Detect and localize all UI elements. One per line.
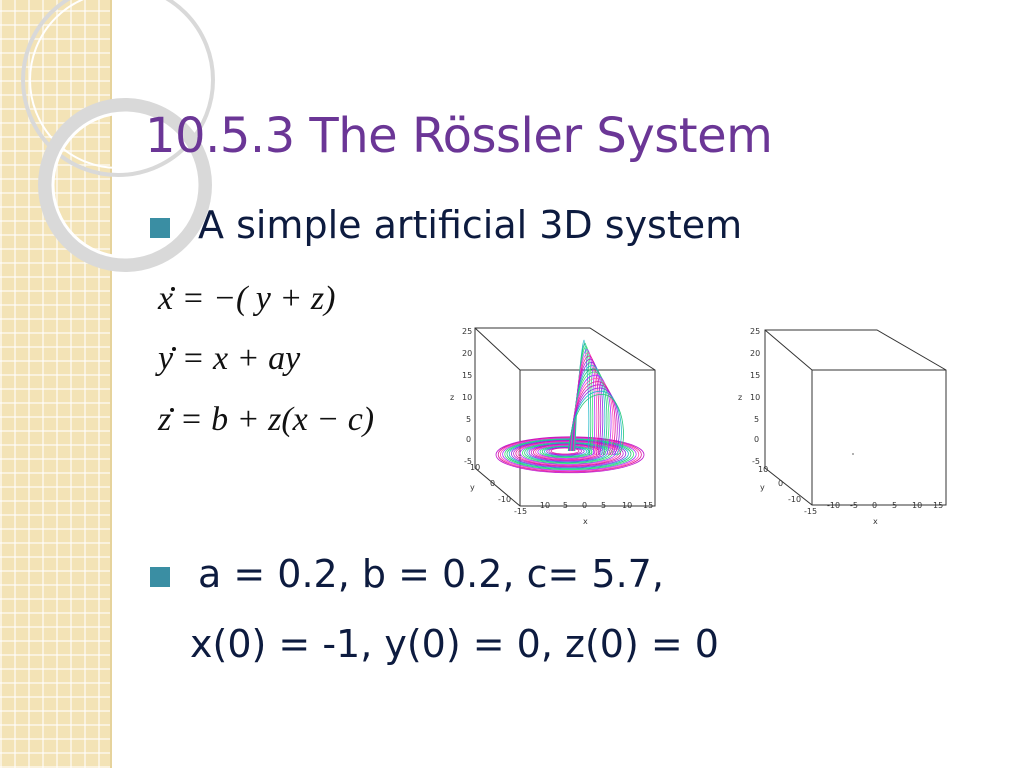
z-axis-label: z — [450, 393, 454, 402]
attractor-loop — [517, 440, 619, 466]
x-tick: -15 — [514, 507, 527, 516]
x-tick: 15 — [933, 501, 943, 510]
x-tick: 0 — [582, 501, 587, 510]
x-tick: 10 — [622, 501, 632, 510]
attractor-loop — [528, 443, 606, 462]
attractor-loop — [508, 439, 629, 469]
equation-z: z = b + z(x − c) — [158, 401, 375, 438]
attractor-loop — [500, 437, 640, 472]
attractor-loop — [541, 445, 590, 458]
z-tick: 10 — [462, 393, 472, 402]
x-tick: -15 — [804, 507, 817, 516]
x-axis-label: x — [583, 517, 588, 526]
bullet-square — [150, 218, 170, 238]
attractor-loop — [504, 438, 634, 471]
z-tick: 5 — [466, 415, 471, 424]
z-tick: -5 — [752, 457, 760, 466]
decorative-circles — [21, 0, 215, 272]
z-tick: 15 — [750, 371, 760, 380]
x-tick: -10 — [537, 501, 550, 510]
y-tick: -10 — [498, 495, 511, 504]
initial-conditions-text: x(0) = -1, y(0) = 0, z(0) = 0 — [190, 622, 719, 666]
x-tick: 10 — [912, 501, 922, 510]
y-tick: -10 — [788, 495, 801, 504]
equation-x: x = −( y + z) — [158, 280, 336, 317]
x-tick: -5 — [850, 501, 858, 510]
z-tick: 20 — [750, 349, 760, 358]
slide-title: 10.5.3 The Rössler System — [145, 108, 773, 164]
z-tick: -5 — [464, 457, 472, 466]
z-tick: 25 — [462, 327, 472, 336]
attractor-loop — [543, 446, 588, 457]
bullet-square — [150, 567, 170, 587]
x-tick: -5 — [560, 501, 568, 510]
attractor-loop — [511, 439, 627, 468]
attractor-loop — [537, 444, 595, 459]
x-axis-label: x — [873, 517, 878, 526]
y-tick: 10 — [758, 465, 768, 474]
bullet-text: a = 0.2, b = 0.2, c= 5.7, — [198, 552, 664, 596]
z-tick: 15 — [462, 371, 472, 380]
x-tick: 0 — [872, 501, 877, 510]
z-axis-label: z — [738, 393, 742, 402]
y-tick: 0 — [778, 479, 783, 488]
equation-y: y = x + ay — [158, 340, 301, 377]
z-tick: 10 — [750, 393, 760, 402]
attractor-fold — [567, 393, 624, 456]
attractor-loop — [535, 444, 598, 460]
z-tick: 5 — [754, 415, 759, 424]
attractor-loop — [502, 437, 637, 471]
decorative-sidebar — [0, 0, 112, 768]
z-tick: 0 — [466, 435, 471, 444]
y-tick: 10 — [470, 463, 480, 472]
initial-point — [852, 453, 854, 455]
empty-plot: 25 20 15 10 5 0 -5 z 10 0 -10 y -15 -10 … — [738, 327, 947, 526]
bullet-text: A simple artificial 3D system — [198, 203, 743, 247]
attractor-loop — [515, 440, 621, 467]
z-tick: 25 — [750, 327, 760, 336]
attractor-curves — [495, 339, 645, 474]
derivative-dot — [172, 347, 176, 351]
attractor-plot: 25 20 15 10 5 0 -5 z 10 0 -10 y -15 -10 … — [450, 327, 656, 526]
attractor-loop — [532, 443, 601, 461]
attractor-loop — [546, 446, 585, 456]
attractor-loop — [506, 438, 632, 470]
derivative-dot — [171, 287, 175, 291]
attractor-loop — [524, 442, 611, 464]
attractor-loop — [497, 436, 642, 473]
z-tick: 0 — [754, 435, 759, 444]
attractor-loop — [548, 447, 582, 456]
x-tick: 15 — [643, 501, 653, 510]
y-axis-label: y — [470, 483, 475, 492]
y-tick: 0 — [490, 479, 495, 488]
derivative-dot — [170, 408, 174, 412]
x-tick: 5 — [892, 501, 897, 510]
attractor-loop — [550, 447, 580, 455]
x-tick: -10 — [827, 501, 840, 510]
z-tick: 20 — [462, 349, 472, 358]
x-tick: 5 — [601, 501, 606, 510]
attractor-loop — [513, 439, 624, 468]
y-axis-label: y — [760, 483, 765, 492]
